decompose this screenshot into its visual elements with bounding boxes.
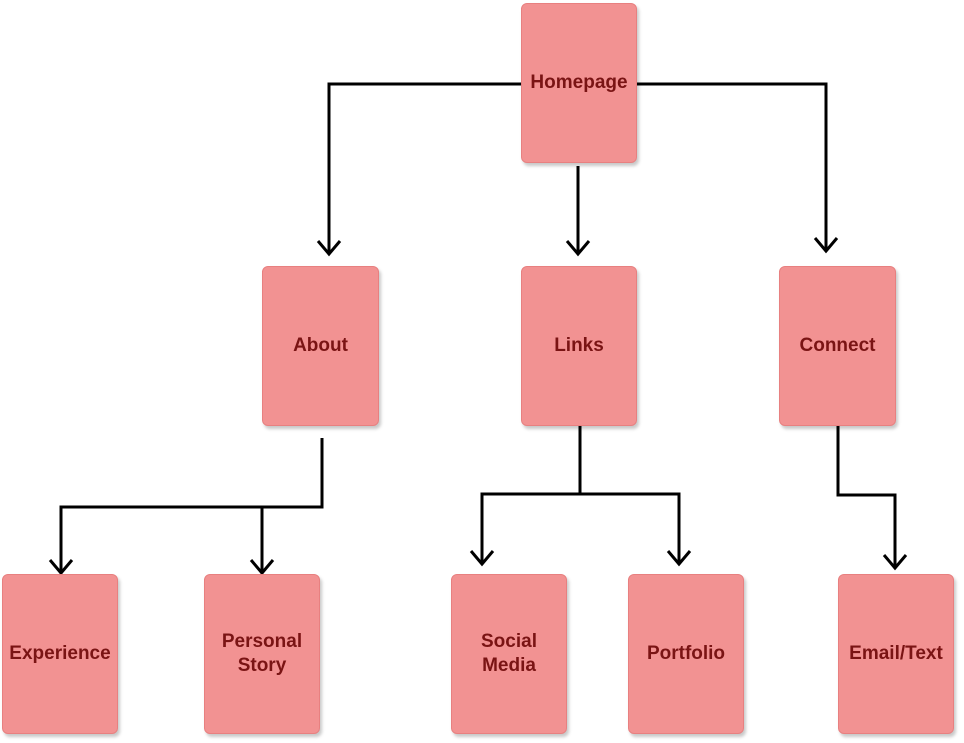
node-personal-story[interactable]: Personal Story xyxy=(204,574,320,734)
arrowhead-personal-story xyxy=(249,559,275,576)
node-homepage[interactable]: Homepage xyxy=(521,3,637,163)
node-about[interactable]: About xyxy=(262,266,379,426)
arrowhead-portfolio xyxy=(666,550,692,567)
connector-links-children xyxy=(480,426,582,563)
arrowhead-connect xyxy=(813,237,839,254)
arrowhead-about xyxy=(316,240,342,257)
node-email-text[interactable]: Email/Text xyxy=(838,574,954,734)
connector-homepage-about xyxy=(327,82,522,253)
arrowhead-experience xyxy=(48,559,74,576)
connector-about-children xyxy=(59,438,324,572)
node-links[interactable]: Links xyxy=(521,266,637,426)
arrowhead-links xyxy=(565,240,591,257)
node-experience[interactable]: Experience xyxy=(2,574,118,734)
connector-homepage-connect xyxy=(637,82,828,250)
node-social-media[interactable]: Social Media xyxy=(451,574,567,734)
arrowhead-social-media xyxy=(469,550,495,567)
arrowhead-email-text xyxy=(882,554,908,571)
connector-connect-email xyxy=(836,426,897,567)
node-portfolio[interactable]: Portfolio xyxy=(628,574,744,734)
connector-links-portfolio xyxy=(580,492,681,563)
node-connect[interactable]: Connect xyxy=(779,266,896,426)
